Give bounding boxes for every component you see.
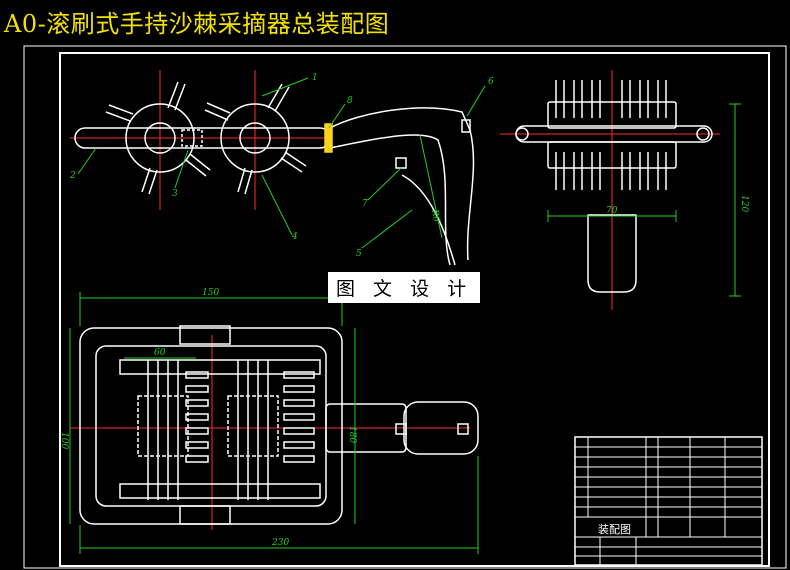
front-view bbox=[70, 70, 475, 266]
title-block bbox=[574, 436, 763, 566]
dim-plan-overall: 230 bbox=[271, 538, 289, 548]
plan-handle-grip bbox=[403, 401, 479, 455]
dim-plan-top: 150 bbox=[202, 288, 219, 298]
roller-brush-left bbox=[125, 103, 195, 173]
dim-plan-height: 100 bbox=[59, 432, 69, 449]
callout-6: 6 bbox=[488, 77, 494, 87]
callout-8: 8 bbox=[347, 96, 353, 106]
callout-1: 1 bbox=[312, 73, 318, 83]
callout-2: 2 bbox=[69, 171, 76, 181]
callout-3: 3 bbox=[172, 189, 178, 199]
dim-side-width: 70 bbox=[606, 206, 618, 216]
dim-plan-right: 180 bbox=[347, 426, 357, 443]
callout-7: 7 bbox=[362, 199, 368, 209]
plan-view bbox=[70, 325, 479, 530]
title-block-name: 装配图 bbox=[598, 523, 631, 536]
handle-arm bbox=[329, 107, 475, 261]
callout-leaders bbox=[77, 77, 486, 249]
side-view bbox=[500, 70, 720, 310]
dim-curve: R6 bbox=[429, 208, 441, 223]
side-handle bbox=[587, 214, 637, 293]
inner-frame bbox=[59, 52, 770, 567]
callout-numbers: 1 2 3 4 5 6 7 8 bbox=[69, 73, 494, 259]
dim-side-height: 120 bbox=[739, 195, 749, 212]
outer-sheet-border bbox=[23, 45, 787, 569]
roller-brush-right bbox=[220, 103, 290, 173]
watermark: 图 文 设 计 bbox=[328, 272, 481, 303]
connector-highlight bbox=[324, 123, 333, 153]
callout-5: 5 bbox=[356, 249, 362, 259]
drawing-title: A0-滚刷式手持沙棘采摘器总装配图 bbox=[4, 10, 390, 38]
dim-plan-inner: 60 bbox=[154, 348, 166, 358]
callout-4: 4 bbox=[291, 232, 298, 242]
